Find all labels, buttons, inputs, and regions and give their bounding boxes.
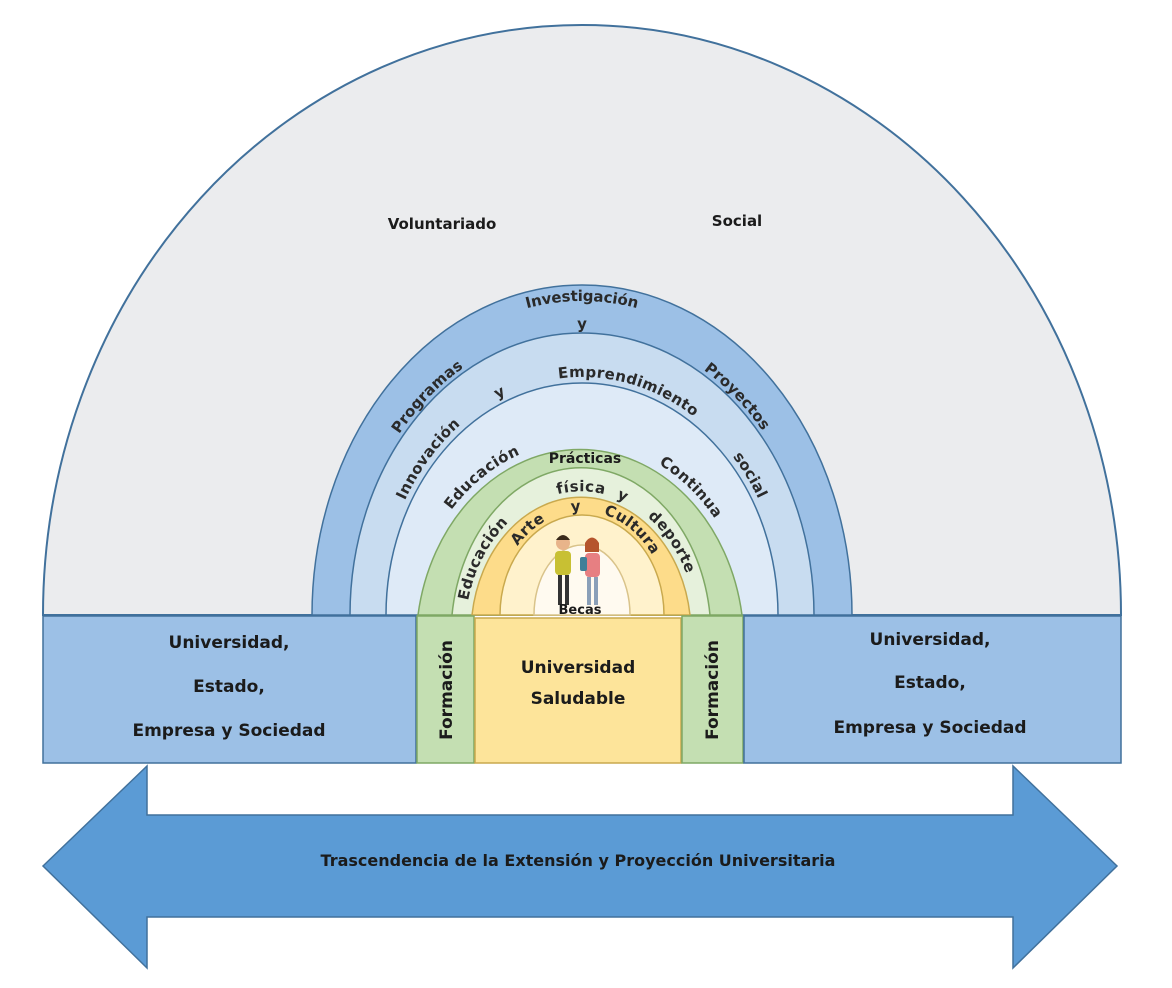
student-right-figure [580,537,600,605]
students-illustration [555,535,600,605]
left-stakeholders-box [42,615,417,764]
label-becas: Becas [559,603,602,618]
formacion-right-box [681,615,744,764]
right-box-line2: Estado, [894,673,966,693]
universidad-saludable-box [474,617,682,764]
right-box-line3: Empresa y Sociedad [833,718,1026,738]
formacion-right-label: Formación [703,640,723,740]
arrow-label: Trascendencia de la Extensión y Proyecci… [321,851,836,870]
label-arte-y: y [570,497,581,516]
label-social: Social [712,212,762,230]
center-box-line1: Universidad [521,658,635,678]
right-box-line1: Universidad, [870,630,991,650]
right-stakeholders-box [743,615,1122,764]
label-voluntariado: Voluntariado [388,215,497,233]
left-box-line2: Estado, [193,677,265,697]
label-programas-y: y [577,315,587,333]
left-box-line3: Empresa y Sociedad [132,721,325,741]
center-box-line2: Saludable [531,689,626,709]
left-box-line1: Universidad, [169,633,290,653]
student-left-figure [555,535,571,605]
label-practicas: Prácticas [549,451,621,467]
formacion-left-box [416,615,475,764]
double-arrow [41,764,1119,970]
formacion-left-label: Formación [437,640,457,740]
